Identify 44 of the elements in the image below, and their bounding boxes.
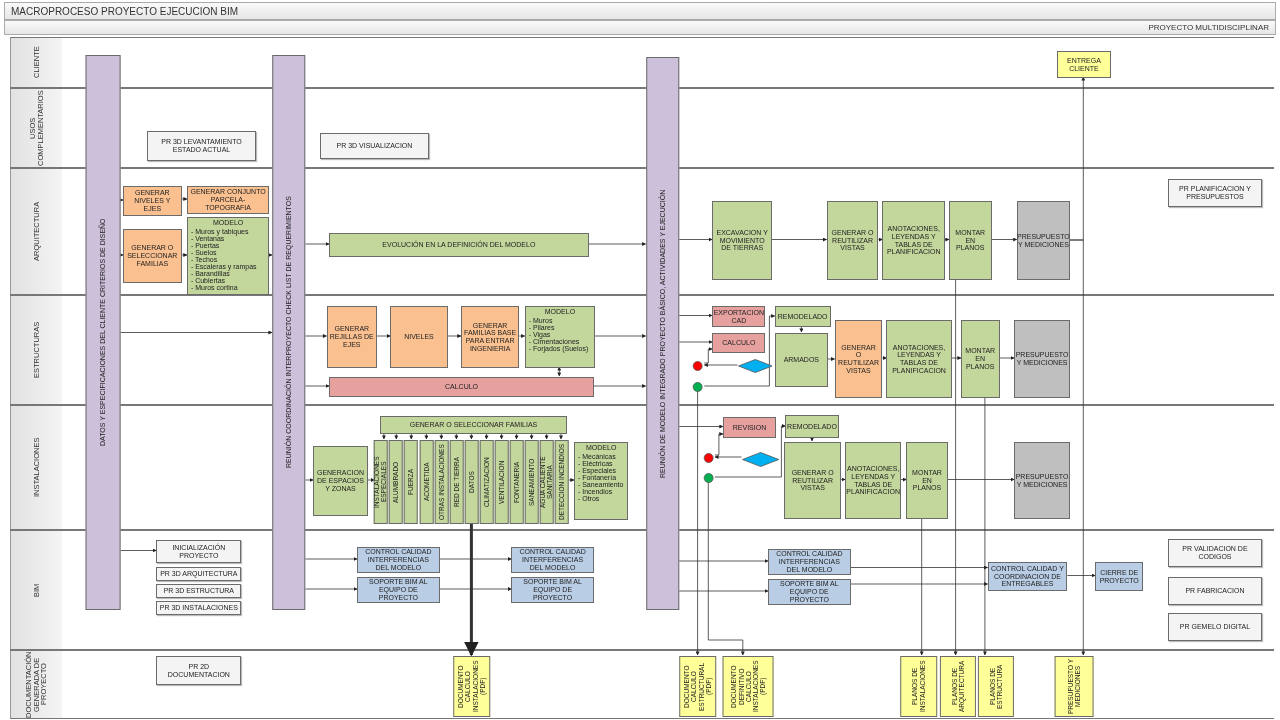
- arrow: [181, 197, 188, 201]
- arrow: [544, 432, 549, 440]
- arrow: [882, 356, 887, 360]
- arrow: [119, 253, 124, 257]
- diagram-title: MACROPROCESO PROYECTO EJECUCION BIM: [11, 6, 239, 17]
- model-box: [186, 217, 270, 295]
- swimlane: [10, 530, 1274, 650]
- swimlane: [10, 88, 1274, 168]
- subtitle-label: PROYECTO MULTIDISCIPLINAR: [1148, 23, 1269, 32]
- model-box: [573, 442, 629, 520]
- arrow: [559, 432, 563, 440]
- model-box: [524, 306, 596, 368]
- arrow: [944, 237, 950, 242]
- arrow: [499, 432, 504, 440]
- arrow: [439, 432, 444, 440]
- arrow: [484, 432, 489, 440]
- arrow: [394, 432, 399, 440]
- arrow: [557, 366, 562, 377]
- arrow: [463, 523, 479, 657]
- arrow: [529, 432, 534, 440]
- arrow: [900, 477, 907, 482]
- arrow: [454, 432, 459, 440]
- arrow: [181, 253, 188, 257]
- arrow: [519, 334, 526, 338]
- arrow: [268, 253, 273, 257]
- arrow: [799, 325, 804, 333]
- arrow: [810, 436, 814, 442]
- status-circle: [690, 361, 705, 371]
- decision-diamond: [741, 452, 779, 467]
- decision-diamond: [737, 359, 773, 373]
- arrow: [409, 432, 414, 440]
- arrow: [381, 432, 386, 440]
- arrow: [878, 237, 883, 242]
- status-circle: [701, 453, 715, 463]
- arrow: [469, 432, 474, 440]
- arrow: [568, 478, 575, 482]
- status-circle: [690, 382, 705, 392]
- arrow: [119, 198, 124, 202]
- swimlane: [10, 37, 1274, 88]
- arrow: [840, 477, 846, 482]
- arrow: [424, 432, 429, 440]
- swimlane: [10, 650, 1274, 719]
- arrow: [514, 432, 519, 440]
- status-circle: [701, 473, 715, 483]
